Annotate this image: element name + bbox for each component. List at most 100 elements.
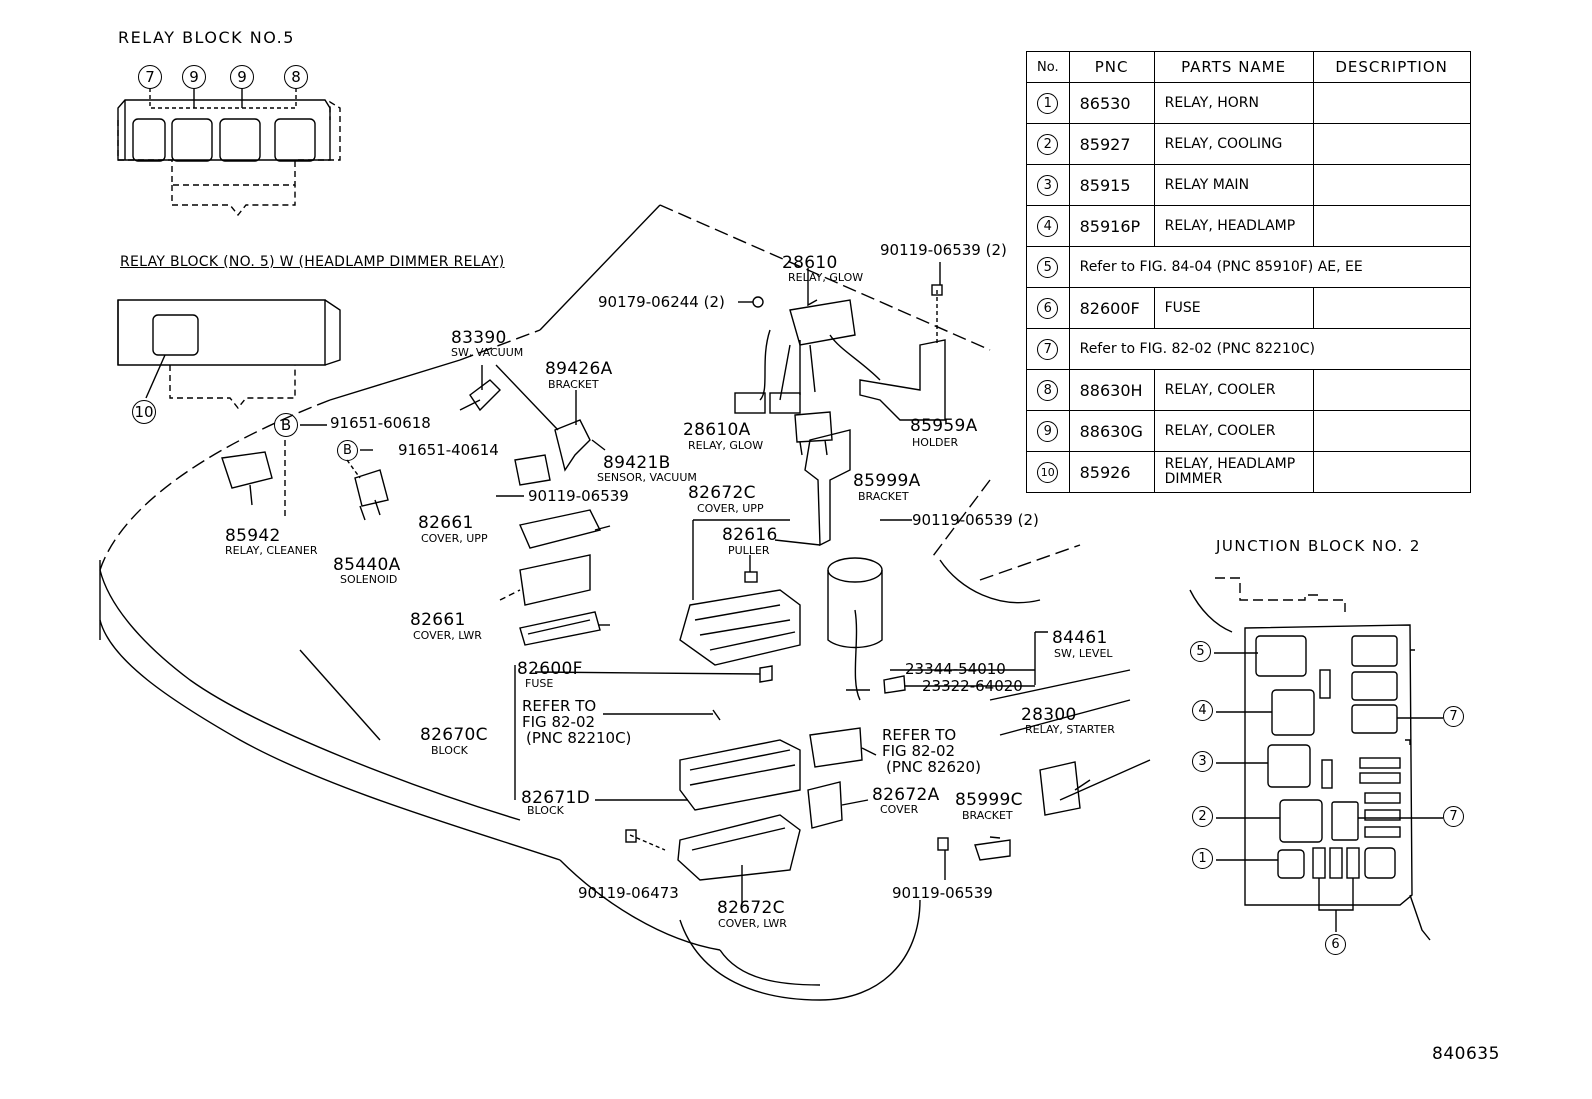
relay-block-5-slot-callout: 8	[284, 65, 308, 89]
part-number-label: 82672C	[688, 483, 756, 503]
part-description-label: COVER, LWR	[413, 629, 482, 642]
parts-sketches	[221, 284, 1081, 905]
table-row: 2 85927 RELAY, COOLING	[1026, 123, 1471, 165]
part-number-label: 85942	[225, 526, 281, 546]
callout-circle: 9	[182, 65, 206, 89]
pnc-cell: 82600F	[1068, 287, 1155, 329]
callout-circle: 1	[1192, 848, 1213, 869]
callout-circle: 7	[138, 65, 162, 89]
callout-circle: B	[274, 413, 298, 437]
callout-circle: 8	[284, 65, 308, 89]
car-body-outline	[99, 204, 1151, 1001]
callout-circle: 10	[1037, 461, 1059, 483]
row-number-cell: 9	[1026, 410, 1070, 452]
table-row: 9 88630G RELAY, COOLER	[1026, 410, 1471, 452]
row-number-cell: 7	[1026, 328, 1070, 370]
table-row: 1 86530 RELAY, HORN	[1026, 82, 1471, 124]
parts-name-cell: RELAY, COOLING	[1153, 123, 1314, 165]
part-description-label: BRACKET	[548, 378, 599, 391]
part-number-label: 90119-06539 (2)	[912, 511, 1039, 529]
callout-circle: 5	[1037, 256, 1059, 278]
callout-circle: 2	[1192, 806, 1213, 827]
table-row: 5 Refer to FIG. 84-04 (PNC 85910F) AE, E…	[1026, 246, 1471, 288]
callout-circle: 7	[1443, 806, 1464, 827]
part-description-label: RELAY, STARTER	[1025, 723, 1115, 736]
junction-block-callout: 7	[1443, 706, 1464, 727]
junction-block-2-title: JUNCTION BLOCK NO. 2	[1216, 537, 1421, 555]
junction-block-2-drawing	[1189, 577, 1443, 941]
row-number-cell: 2	[1026, 123, 1070, 165]
callout-circle: 8	[1037, 379, 1059, 401]
part-description-label: SW, VACUUM	[451, 346, 524, 359]
part-number-label: 89421B	[603, 453, 671, 473]
part-description-label: RELAY, CLEANER	[225, 544, 318, 557]
description-cell	[1312, 164, 1471, 206]
table-row: 3 85915 RELAY MAIN	[1026, 164, 1471, 206]
description-cell	[1312, 123, 1471, 165]
header-description: DESCRIPTION	[1312, 51, 1471, 83]
part-number-label: 82672A	[872, 785, 940, 805]
refer-note-line: (PNC 82620)	[886, 758, 981, 776]
part-number-label: 82661	[418, 513, 474, 533]
part-description-label: SW, LEVEL	[1054, 647, 1113, 660]
part-number-label: 85440A	[333, 555, 401, 575]
table-row: 7 Refer to FIG. 82-02 (PNC 82210C)	[1026, 328, 1471, 370]
pnc-cell: 85916P	[1068, 205, 1155, 247]
pnc-cell: 85915	[1068, 164, 1155, 206]
junction-block-callout: 3	[1192, 751, 1213, 772]
part-number-label: 28300	[1021, 705, 1077, 725]
description-cell	[1312, 205, 1471, 247]
callout-circle: 9	[1037, 420, 1059, 442]
part-description-label: FUSE	[525, 677, 554, 690]
header-parts-name: PARTS NAME	[1153, 51, 1314, 83]
relay-block-5w-drawing	[117, 299, 341, 410]
row-number-cell: 4	[1026, 205, 1070, 247]
refer-note-line: REFER TO	[522, 697, 597, 715]
reference-cell: Refer to FIG. 84-04 (PNC 85910F) AE, EE	[1068, 246, 1471, 288]
part-number-label: 82600F	[517, 659, 583, 679]
relay-block-5-title: RELAY BLOCK NO.5	[118, 28, 295, 47]
callout-circle: 4	[1037, 215, 1059, 237]
part-description-label: RELAY, GLOW	[788, 271, 864, 284]
callout-circle: 4	[1192, 700, 1213, 721]
parts-name-cell: RELAY, HEADLAMP	[1153, 205, 1314, 247]
part-number-label: 85999A	[853, 471, 921, 491]
part-description-label: BLOCK	[527, 804, 564, 817]
part-number-label: 83390	[451, 328, 507, 348]
junction-block-callout: 5	[1190, 641, 1211, 662]
junction-block-callout: 6	[1325, 934, 1346, 955]
part-number-label: 91651-60618	[330, 414, 431, 432]
description-cell	[1312, 287, 1471, 329]
parts-name-cell: RELAY, HORN	[1153, 82, 1314, 124]
junction-block-callout: 2	[1192, 806, 1213, 827]
description-cell	[1312, 410, 1471, 452]
part-number-label: 82616	[722, 525, 778, 545]
relay-block-5-drawing	[117, 88, 341, 217]
part-description-label: BLOCK	[431, 744, 468, 757]
part-number-label: 28610A	[683, 420, 751, 440]
refer-note-line: (PNC 82210C)	[526, 729, 632, 747]
callout-circle: 1	[1037, 92, 1059, 114]
part-number-label: 90119-06539	[892, 884, 993, 902]
part-number-label: 89426A	[545, 359, 613, 379]
part-description-label: HOLDER	[912, 436, 959, 449]
part-description-label: COVER, LWR	[718, 917, 787, 930]
part-number-label: 90119-06539	[528, 487, 629, 505]
part-description-label: COVER, UPP	[697, 502, 764, 515]
pnc-cell: 88630G	[1068, 410, 1155, 452]
part-number-label: 85959A	[910, 416, 978, 436]
part-number-label: 90119-06539 (2)	[880, 241, 1007, 259]
junction-block-callout: 7	[1443, 806, 1464, 827]
callout-circle: B	[337, 440, 358, 461]
part-number-label: 91651-40614	[398, 441, 499, 459]
part-number-label: 85999C	[955, 790, 1023, 810]
pnc-cell: 85927	[1068, 123, 1155, 165]
part-description-label: PULLER	[728, 544, 770, 557]
part-description-label: COVER	[880, 803, 919, 816]
leader-lines	[300, 262, 1091, 839]
table-row: 6 82600F FUSE	[1026, 287, 1471, 329]
callout-circle: 9	[230, 65, 254, 89]
junction-block-callout: 4	[1192, 700, 1213, 721]
